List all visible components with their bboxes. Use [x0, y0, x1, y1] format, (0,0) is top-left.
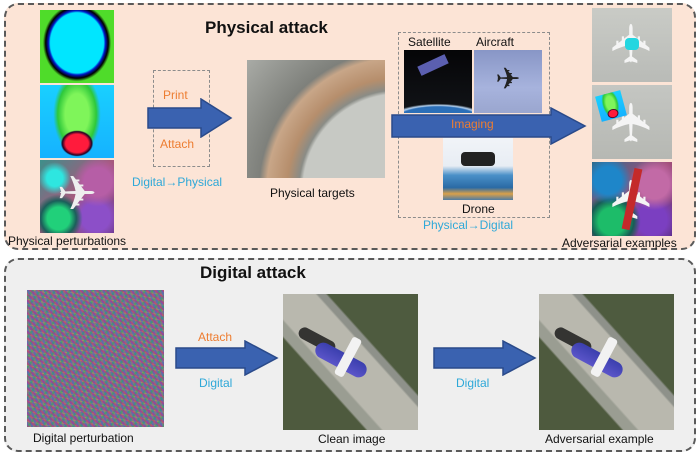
print-label: Print [163, 88, 188, 102]
satellite-label: Satellite [408, 35, 451, 49]
print-arrow-icon [147, 98, 233, 138]
physical-perturbation-image-3: ✈ [40, 160, 114, 233]
digital-arrow-icon [433, 340, 537, 376]
imaging-arrow-icon [391, 107, 587, 145]
digital-perturbation-caption: Digital perturbation [33, 431, 134, 445]
digital-label-2: Digital [456, 376, 490, 390]
physical-targets-image [247, 60, 385, 178]
aircraft-label: Aircraft [476, 35, 515, 49]
adversarial-example-caption: Adversarial example [545, 432, 654, 446]
aircraft-image: ✈ [474, 50, 542, 113]
physical-perturbation-image-2 [40, 85, 114, 158]
attach-label: Attach [160, 137, 195, 151]
clean-image [283, 294, 418, 430]
physical-perturbations-caption: Physical perturbations [8, 234, 127, 248]
physical-perturbation-image-1 [40, 10, 114, 83]
physical-attack-title: Physical attack [205, 18, 328, 37]
cyan-patch [625, 38, 639, 50]
drone-icon [461, 152, 495, 166]
aircraft-icon: ✈ [495, 63, 521, 96]
physical-to-digital-caption: Physical→Digital [423, 218, 514, 232]
drone-image [443, 138, 513, 200]
digital-attack-title: Digital attack [200, 263, 306, 282]
digital-label-1: Digital [199, 376, 233, 390]
imaging-label: Imaging [451, 117, 494, 131]
adversarial-example-image-2: ✈ [592, 85, 672, 159]
drone-label: Drone [462, 202, 495, 216]
clean-image-caption: Clean image [318, 432, 386, 446]
adversarial-example-image-1: ✈ [592, 8, 672, 82]
adversarial-examples-caption: Adversarial examples [562, 236, 677, 250]
attach-arrow-icon [175, 340, 279, 376]
adversarial-example-image [539, 294, 674, 430]
physical-targets-caption: Physical targets [270, 186, 355, 200]
adversarial-example-image-3: ✈ [592, 162, 672, 236]
digital-perturbation-image [27, 290, 164, 427]
satellite-image [404, 50, 472, 113]
attach-label-digital: Attach [198, 330, 233, 344]
satellite-icon [417, 54, 449, 76]
digital-to-physical-caption: Digital→Physical [132, 175, 223, 189]
plane-icon: ✈ [56, 168, 98, 221]
